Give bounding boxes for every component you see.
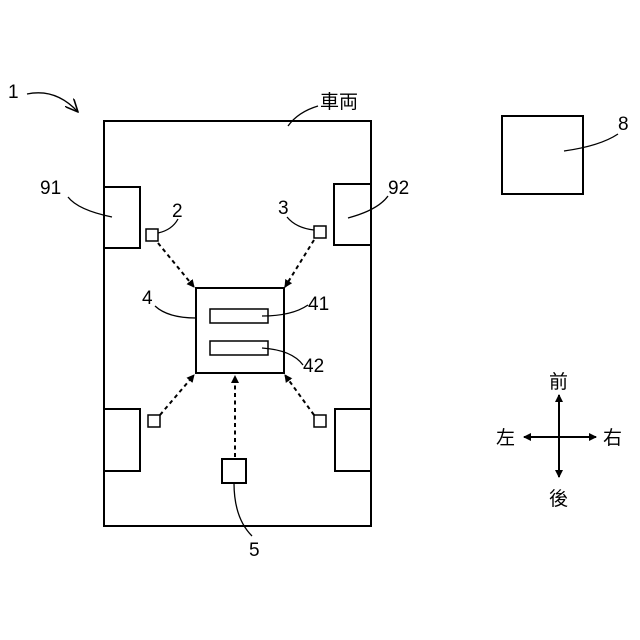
controller-leader [155,306,196,318]
sensor-5-label: 5 [249,540,260,561]
sensor-3-leader [287,217,314,230]
sensor-5 [222,459,246,483]
unit-42-label: 42 [303,356,324,377]
wheel-91-label: 91 [40,178,61,199]
direction-right-label: 右 [603,427,622,449]
controller-label: 4 [142,288,153,309]
external-device-8 [502,116,583,194]
controller-4 [196,288,284,373]
wheel-92-leader [348,196,388,218]
vehicle-leader [288,106,318,126]
direction-back-label: 後 [549,488,568,510]
unit-41 [210,309,268,323]
signal-arrow-sensor-2 [158,243,194,287]
sensor-rear-left [148,415,160,427]
sensor-3-label: 3 [278,198,289,219]
wheel-rear-left [104,409,140,471]
sensor-rear-right [314,415,326,427]
system-label: 1 [8,82,19,103]
wheel-rear-right [335,409,371,471]
wheel-front-right [334,184,371,245]
direction-left-label: 左 [496,427,515,449]
signal-arrow-sensor-3 [285,240,314,287]
sensor-5-leader [234,483,252,536]
unit-41-label: 41 [308,294,329,315]
sensor-3 [314,226,326,238]
signal-arrow-rear-left [160,375,194,415]
vehicle-label: 車両 [320,91,358,113]
direction-front-label: 前 [549,371,568,393]
system-arrow [27,93,78,112]
wheel-91-leader [68,197,112,217]
signal-arrow-rear-right [285,375,314,415]
external-device-leader [564,134,618,151]
sensor-2 [146,229,158,241]
wheel-front-left [104,187,140,248]
sensor-2-label: 2 [172,201,183,222]
wheel-92-label: 92 [388,178,409,199]
unit-42 [210,341,268,355]
external-device-label: 8 [618,114,629,135]
